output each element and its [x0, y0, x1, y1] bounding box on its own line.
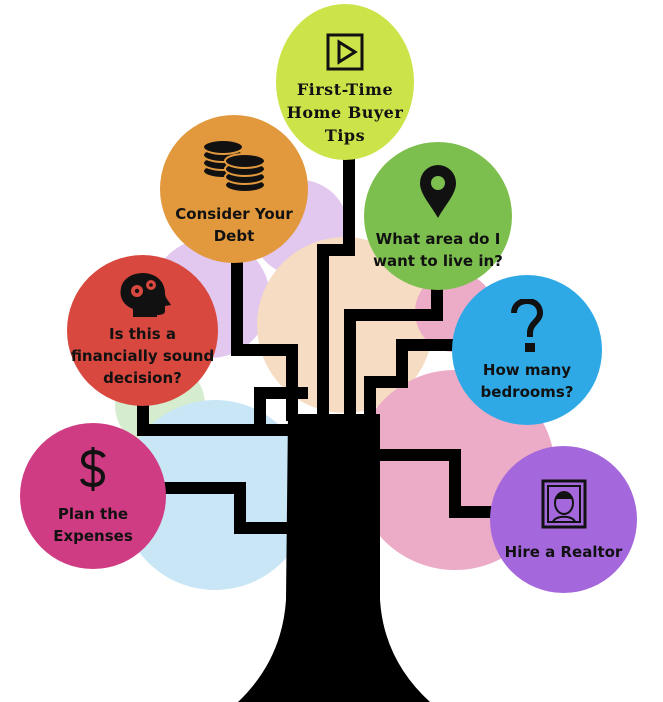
- bubble-blue-bottom: [120, 400, 310, 590]
- tree-trunk: [238, 414, 430, 702]
- node-consider-your-debt: Consider Your Debt: [160, 115, 308, 263]
- branch-decision-link: [254, 387, 308, 436]
- node-debt-label: Consider Your Debt: [175, 205, 293, 245]
- dollar-icon: [80, 447, 106, 491]
- branch-bedrooms: [364, 339, 464, 421]
- portrait-icon: [541, 479, 586, 528]
- node-bedrooms-label: How many bedrooms?: [480, 361, 574, 401]
- tree-branches: [137, 149, 511, 534]
- branch-debt: [231, 254, 298, 421]
- node-area-label: What area do I want to live in?: [373, 230, 503, 270]
- node-how-many-bedrooms: How many bedrooms?: [452, 275, 602, 425]
- node-plan-the-expenses: Plan the Expenses: [20, 423, 166, 569]
- node-financially-sound-decision: Is this a financially sound decision?: [67, 255, 218, 406]
- coins-icon: [202, 139, 266, 193]
- question-mark-icon: [511, 299, 544, 352]
- node-hire-a-realtor: Hire a Realtor: [490, 446, 637, 593]
- location-pin-icon: [420, 165, 456, 218]
- branch-realtor: [364, 449, 511, 518]
- node-expenses-label: Plan the Expenses: [53, 505, 133, 545]
- node-realtor-label: Hire a Realtor: [504, 542, 623, 561]
- branch-area: [344, 279, 443, 421]
- node-title-label: First-Time Home Buyer Tips: [286, 79, 404, 145]
- node-what-area: What area do I want to live in?: [364, 142, 512, 290]
- head-gears-icon: [120, 272, 171, 317]
- branch-expenses: [157, 482, 306, 534]
- play-icon: [326, 33, 364, 70]
- node-decision-label: Is this a financially sound decision?: [70, 324, 215, 387]
- branch-title: [317, 149, 355, 421]
- node-first-time-home-buyer-tips: First-Time Home Buyer Tips: [276, 4, 414, 160]
